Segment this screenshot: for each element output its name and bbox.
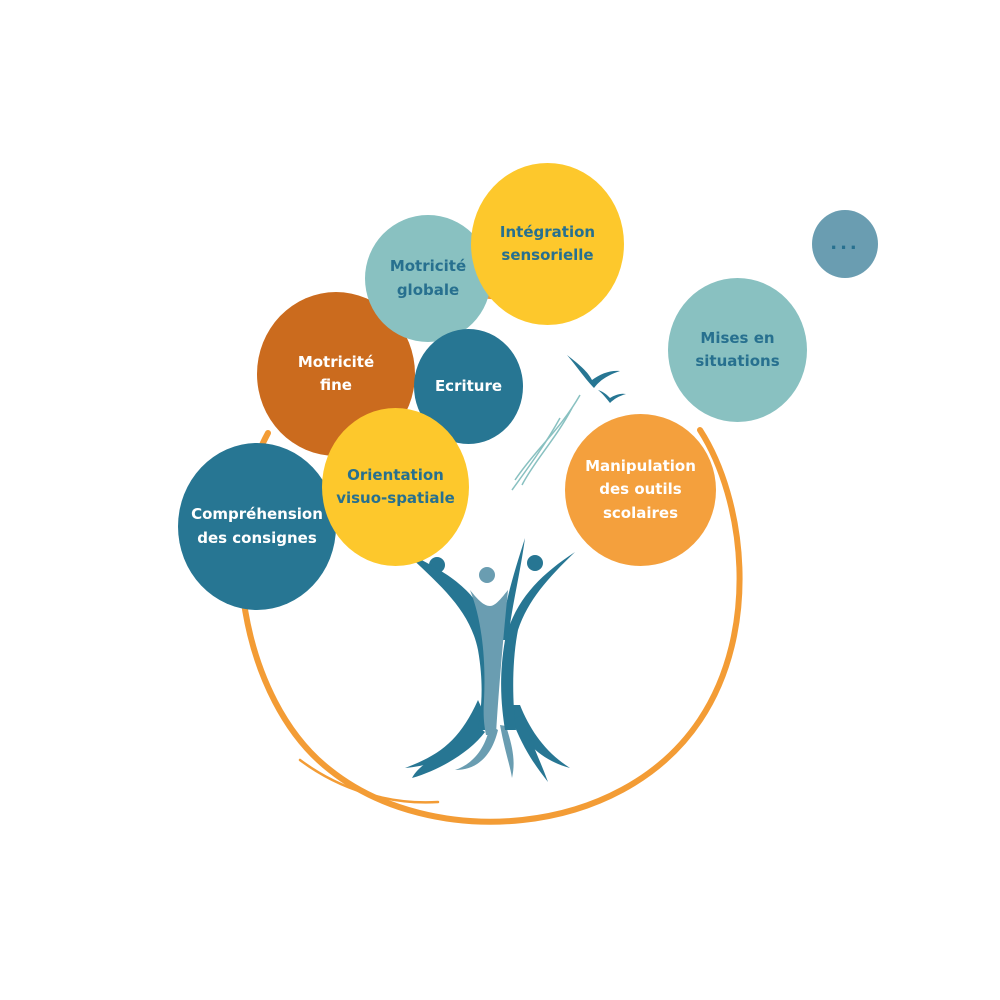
bubble-label-line: Motricité [389,257,467,276]
bubble-label: Compréhension des consignes [191,503,323,550]
bubble-label: Ecriture [435,375,502,398]
bubble-label-line: des outils [599,480,682,499]
bubble-label-line: globale [396,280,460,299]
bubble-label-line: sensorielle [501,246,594,264]
birds-icon [511,355,626,491]
bubble-integration-sensorielle: Intégration sensorielle [471,163,624,325]
bubble-label: Orientation visuo-spatiale [336,464,455,511]
bubble-label-line: Intégration [499,222,596,241]
bubble-label-line: scolaires [602,503,678,522]
bubble-label-line: Mises en [700,328,775,347]
bubble-label-line: fine [320,376,352,394]
bubble-label-line: Orientation [347,465,444,484]
bubble-label-line: ... [830,233,860,255]
bubble-ellipsis: ... [812,210,878,278]
bubble-label-line: des consignes [197,528,317,547]
orange-ring-tail [298,758,440,804]
bubble-label: ... [830,230,860,258]
bubble-label: Mises en situations [695,327,779,374]
bubble-label-line: visuo-spatiale [336,489,455,507]
bubble-manipulation-des-outils-scolaires: Manipulation des outils scolaires [565,414,716,566]
orange-ring [237,427,743,825]
bubble-orientation-visuo-spatiale: Orientation visuo-spatiale [322,408,469,566]
bubble-label-line: Manipulation [585,457,696,476]
bubble-comprehension-des-consignes: Compréhension des consignes [178,443,336,610]
bubble-motricite-globale: Motricité globale [365,215,491,342]
bubble-label: Intégration sensorielle [500,221,595,268]
bubble-ecriture: Ecriture [414,329,523,444]
bubble-label: Motricité fine [298,351,374,398]
bubble-label: Motricité globale [390,255,466,302]
tree-people-icon [405,538,575,782]
bubble-label-line: Ecriture [434,376,503,395]
bubble-mises-en-situations: Mises en situations [668,278,807,422]
bubble-label-line: Compréhension [191,505,323,524]
bubble-label-line: Motricité [297,352,375,371]
bubble-label-line: situations [695,352,780,370]
bubble-label: Manipulation des outils scolaires [585,455,696,525]
